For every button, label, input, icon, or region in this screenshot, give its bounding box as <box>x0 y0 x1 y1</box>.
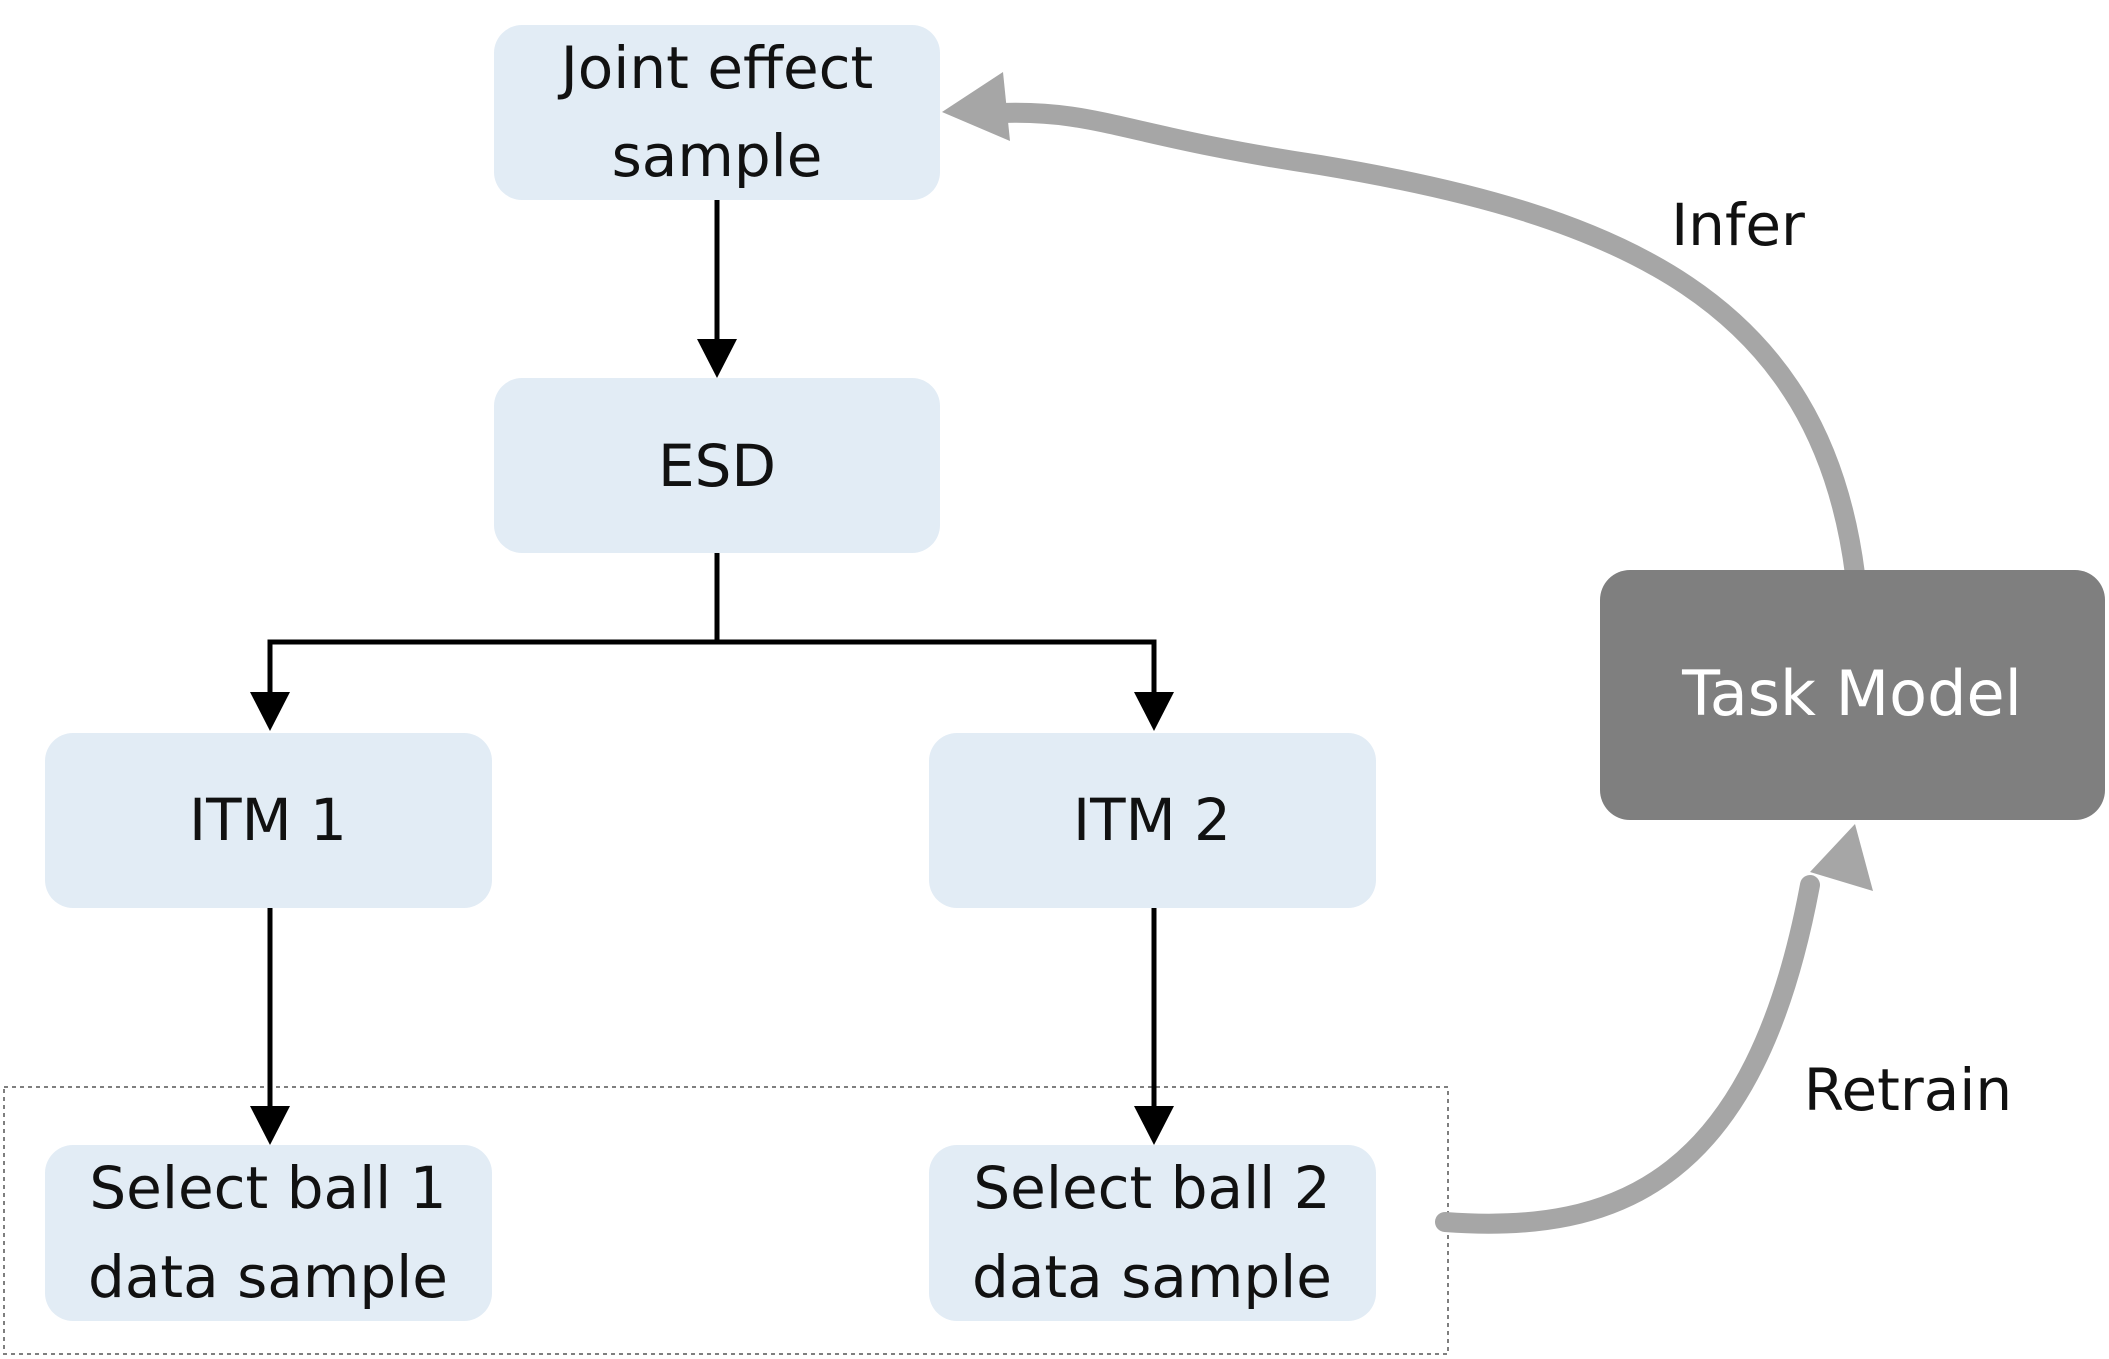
select-ball2-box <box>929 1145 1376 1321</box>
joint-effect-line1: Joint effect <box>558 34 874 102</box>
arrowhead-esd <box>697 339 737 378</box>
select-ball1-line2: data sample <box>88 1243 448 1311</box>
retrain-label: Retrain <box>1804 1056 2012 1124</box>
arrowhead-itm2 <box>1134 692 1174 731</box>
infer-label: Infer <box>1671 191 1805 259</box>
infer-arrow <box>990 102 1865 584</box>
retrain-arrowhead <box>1810 824 1873 891</box>
select-ball2-line1: Select ball 2 <box>973 1154 1330 1222</box>
arrowhead-select2 <box>1134 1106 1174 1145</box>
arrowhead-itm1 <box>250 692 290 731</box>
esd-box <box>494 378 940 553</box>
retrain-arrow <box>1435 875 1820 1234</box>
esd-label: ESD <box>658 432 776 500</box>
joint-effect-sample-box <box>494 25 940 200</box>
line-esd-branch <box>267 639 1157 693</box>
itm1-label: ITM 1 <box>189 786 347 854</box>
task-model-label: Task Model <box>1681 657 2022 730</box>
black-arrowheads <box>250 339 1174 1145</box>
itm1-box <box>45 733 492 908</box>
infer-arrowhead <box>942 72 1010 141</box>
black-connectors <box>267 200 1157 1117</box>
select-ball1-line1: Select ball 1 <box>89 1154 446 1222</box>
joint-effect-line2: sample <box>612 122 823 190</box>
itm2-box <box>929 733 1376 908</box>
arrowhead-select1 <box>250 1106 290 1145</box>
itm2-label: ITM 2 <box>1073 786 1231 854</box>
select-ball1-box <box>45 1145 492 1321</box>
select-ball2-line2: data sample <box>972 1243 1332 1311</box>
task-model-box <box>1600 570 2105 820</box>
